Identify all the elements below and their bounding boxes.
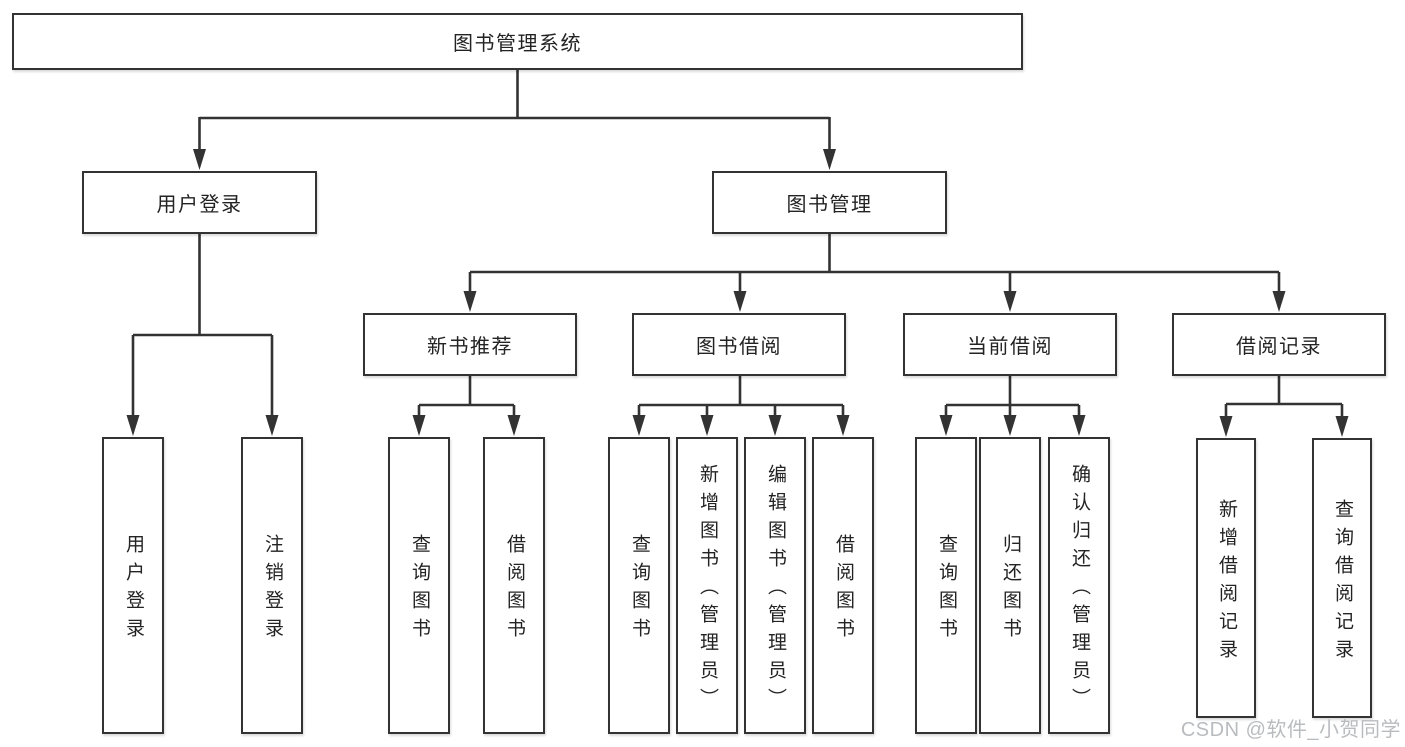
- node-label: 查询图书: [408, 534, 430, 646]
- connector-new-book-children: [417, 375, 516, 418]
- node-label: 借阅图书: [503, 534, 525, 646]
- csdn-watermark: CSDN @软件_小贺同学: [1180, 719, 1401, 741]
- node-label: 确认归还（管理员）: [1068, 464, 1090, 716]
- arrow-icon: [768, 415, 782, 436]
- node-label: 用户登录: [122, 534, 144, 646]
- leaf-edit-books-admin: 编辑图书（管理员）: [744, 437, 806, 734]
- arrow-icon: [1003, 415, 1017, 436]
- leaf-return-books: 归还图书: [979, 437, 1041, 734]
- node-label: 用户登录: [156, 194, 243, 216]
- leaf-user-login: 用户登录: [102, 437, 164, 734]
- node-label: 查询借阅记录: [1331, 498, 1353, 667]
- node-label: 注销登录: [261, 534, 283, 646]
- arrow-icon: [632, 415, 646, 436]
- arrow-icon: [507, 415, 521, 436]
- node-label: 图书借阅: [696, 336, 782, 358]
- arrow-icon: [939, 415, 953, 436]
- connector-root-to-level2: [198, 69, 831, 152]
- arrow-icon: [733, 291, 747, 312]
- arrow-icon: [265, 415, 279, 436]
- arrow-icon: [1219, 416, 1233, 437]
- node-label: 查询图书: [628, 534, 650, 646]
- node-current-borrowing: 当前借阅: [903, 313, 1117, 376]
- leaf-confirm-return-admin: 确认归还（管理员）: [1048, 437, 1110, 734]
- node-book-borrowing: 图书借阅: [632, 313, 846, 376]
- connector-borrow-record-children: [1224, 375, 1344, 419]
- node-new-book-recommendation: 新书推荐: [363, 313, 577, 376]
- arrow-icon: [1335, 416, 1349, 437]
- node-label: 借阅图书: [832, 534, 854, 646]
- leaf-borrow-books: 借阅图书: [812, 437, 874, 734]
- leaf-logout: 注销登录: [241, 437, 303, 734]
- connector-book-management-children: [468, 233, 1281, 294]
- connector-book-borrow-children: [637, 375, 845, 418]
- leaf-query-books-borrow: 查询图书: [608, 437, 670, 734]
- arrow-icon: [1072, 415, 1086, 436]
- node-label: 当前借阅: [967, 336, 1053, 358]
- leaf-borrow-books-recommend: 借阅图书: [483, 437, 545, 734]
- node-label: 新增图书（管理员）: [696, 464, 718, 716]
- node-label: 图书管理: [786, 194, 873, 216]
- node-label: 借阅记录: [1236, 336, 1322, 358]
- leaf-add-books-admin: 新增图书（管理员）: [676, 437, 738, 734]
- node-book-management: 图书管理: [712, 171, 947, 234]
- leaf-add-borrow-record: 新增借阅记录: [1196, 438, 1256, 718]
- leaf-query-books-current: 查询图书: [915, 437, 977, 734]
- arrow-icon: [700, 415, 714, 436]
- arrow-icon: [193, 149, 206, 170]
- arrow-icon: [823, 149, 836, 170]
- node-label: 新增借阅记录: [1215, 498, 1237, 667]
- arrowheads: [126, 149, 1349, 437]
- node-label: 新书推荐: [427, 336, 513, 358]
- node-label: 图书管理系统: [453, 33, 582, 55]
- leaf-query-borrow-record: 查询借阅记录: [1312, 438, 1372, 718]
- node-label: 编辑图书（管理员）: [764, 464, 786, 716]
- arrow-icon: [1272, 291, 1286, 312]
- node-label: 查询图书: [935, 534, 957, 646]
- leaf-query-books-recommend: 查询图书: [388, 437, 450, 734]
- node-user-login: 用户登录: [82, 171, 317, 234]
- connector-current-borrow-children: [944, 375, 1081, 418]
- node-library-system: 图书管理系统: [12, 13, 1023, 70]
- node-borrowing-records: 借阅记录: [1172, 313, 1386, 376]
- arrow-icon: [1003, 291, 1017, 312]
- arrow-icon: [463, 291, 477, 312]
- arrow-icon: [836, 415, 850, 436]
- node-label: 归还图书: [999, 534, 1021, 646]
- arrow-icon: [412, 415, 426, 436]
- arrow-icon: [126, 415, 140, 436]
- connector-user-login-children: [131, 233, 274, 418]
